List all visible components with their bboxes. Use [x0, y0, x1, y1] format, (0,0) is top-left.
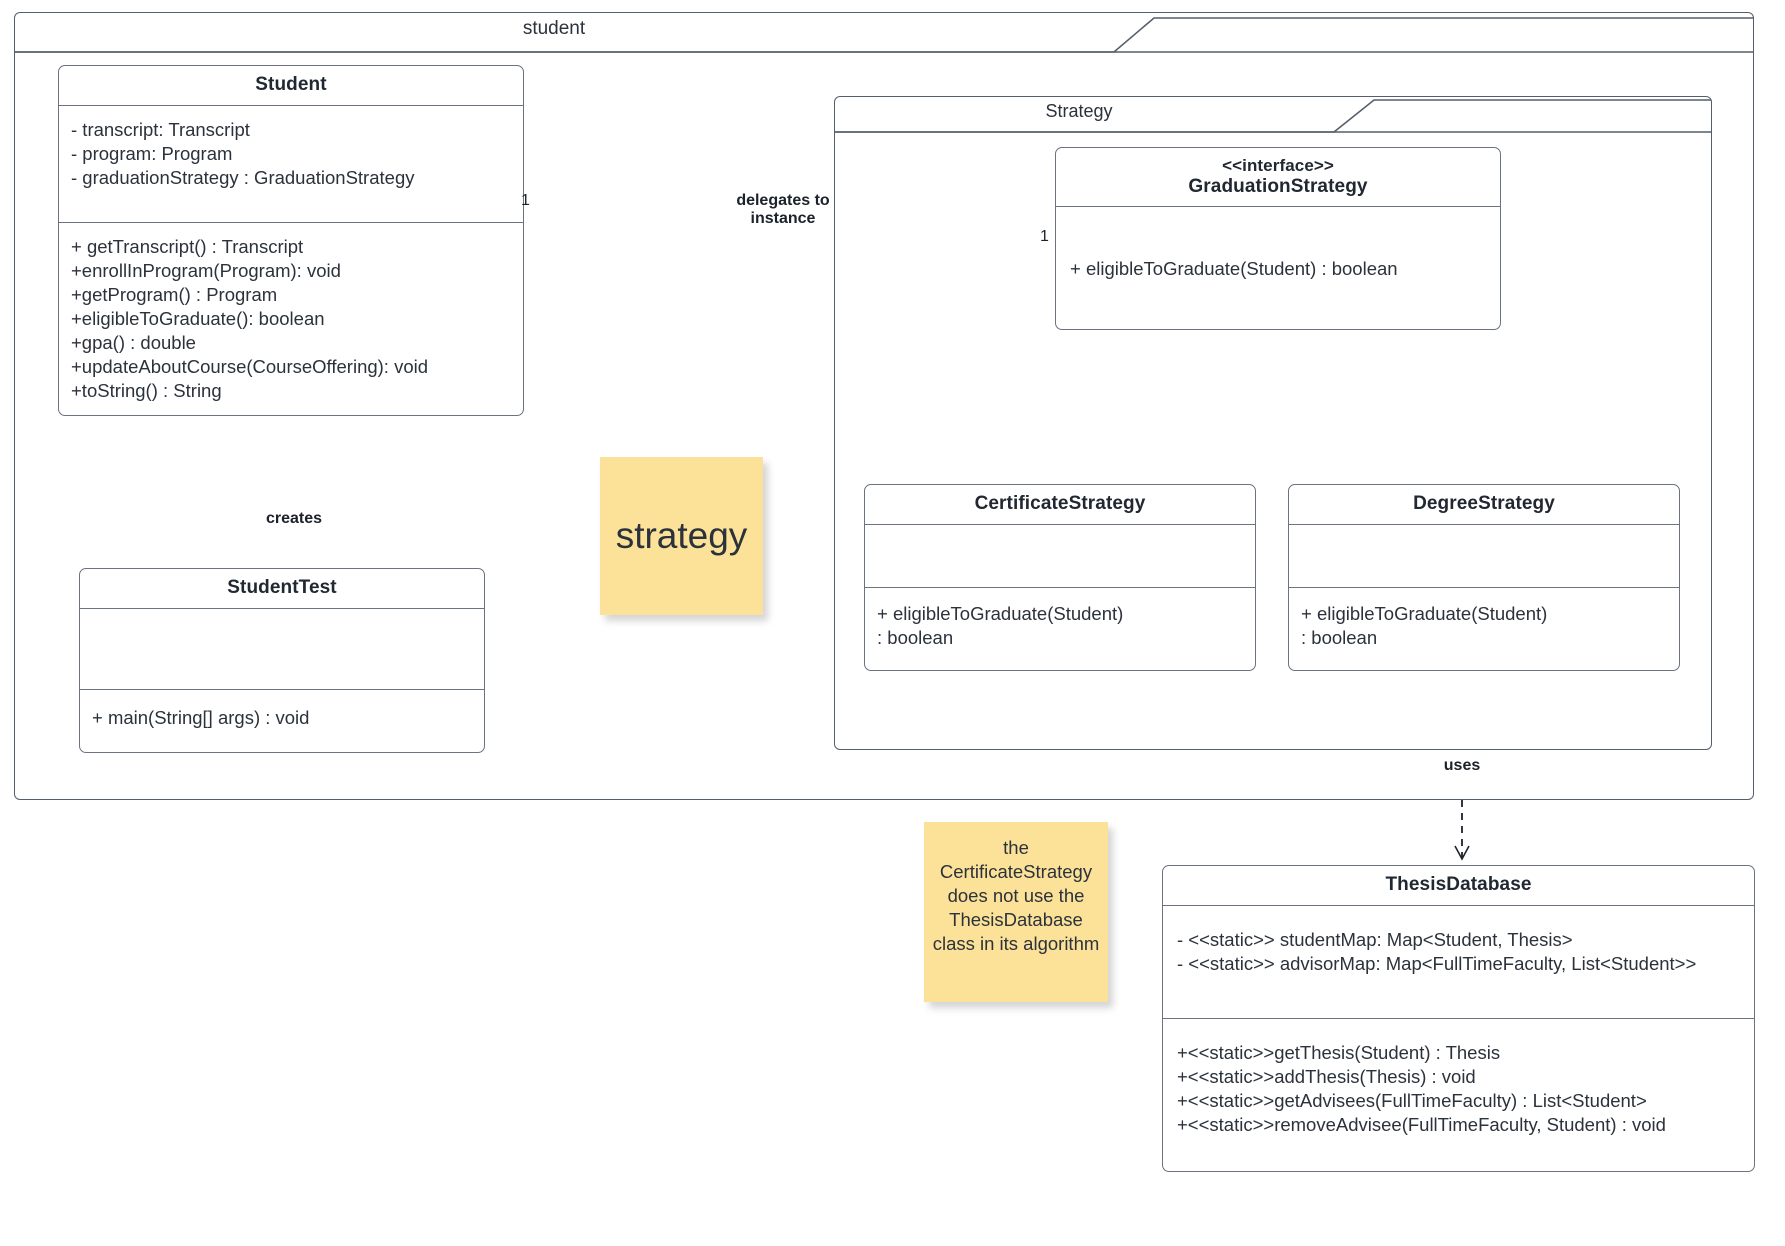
note-certificate-strategy-text: the CertificateStrategy does not use the… — [932, 837, 1100, 955]
class-student-test-title: StudentTest — [80, 569, 484, 609]
class-student-test[interactable]: StudentTest + main(String[] args) : void — [79, 568, 485, 753]
class-thesis-database[interactable]: ThesisDatabase - <<static>> studentMap: … — [1162, 865, 1755, 1173]
operation-row: +<<static>>addThesis(Thesis) : void — [1177, 1065, 1476, 1087]
class-certificate-strategy-title: CertificateStrategy — [865, 485, 1255, 525]
class-degree-strategy-operations: + eligibleToGraduate(Student) : boolean — [1289, 588, 1563, 670]
stereotype-interface: <<interface>> — [1222, 156, 1334, 175]
multiplicity-strategy-end: 1 — [1040, 228, 1049, 245]
class-graduation-strategy-attributes — [1056, 207, 1500, 243]
multiplicity-student-end: 1 — [521, 192, 530, 209]
class-student-test-attributes — [80, 609, 484, 690]
operation-row: + main(String[] args) : void — [92, 706, 310, 728]
package-strategy-label: Strategy — [1045, 101, 1113, 121]
class-student-title: Student — [59, 66, 523, 106]
note-strategy: strategy — [600, 457, 763, 615]
operation-row: + eligibleToGraduate(Student) : boolean — [1301, 602, 1553, 648]
class-graduation-strategy[interactable]: <<interface>> GraduationStrategy + eligi… — [1055, 147, 1501, 331]
class-thesis-database-operations: +<<static>>getThesis(Student) : Thesis +… — [1163, 1019, 1754, 1171]
class-thesis-database-title: ThesisDatabase — [1163, 866, 1754, 906]
class-certificate-strategy[interactable]: CertificateStrategy + eligibleToGraduate… — [864, 484, 1256, 671]
class-thesis-database-attributes: - <<static>> studentMap: Map<Student, Th… — [1163, 906, 1754, 1019]
class-student-operations: + getTranscript() : Transcript +enrollIn… — [59, 223, 523, 415]
class-certificate-strategy-operations: + eligibleToGraduate(Student) : boolean — [865, 588, 1139, 670]
class-student-test-operations: + main(String[] args) : void — [80, 690, 484, 752]
package-student-label: student — [522, 18, 586, 39]
operation-row: +<<static>>getAdvisees(FullTimeFaculty) … — [1177, 1090, 1647, 1112]
operation-row: + eligibleToGraduate(Student) : boolean — [1070, 258, 1398, 280]
class-degree-strategy-attributes — [1289, 525, 1679, 588]
edge-label-delegates-to-instance: delegates to instance — [736, 192, 830, 228]
note-strategy-text: strategy — [615, 515, 748, 556]
edge-label-creates: creates — [265, 510, 323, 527]
class-certificate-strategy-attributes — [865, 525, 1255, 588]
operation-row: +enrollInProgram(Program): void — [71, 259, 341, 281]
class-graduation-strategy-title: <<interface>> GraduationStrategy — [1056, 148, 1500, 208]
attribute-row: - <<static>> advisorMap: Map<FullTimeFac… — [1177, 952, 1697, 974]
attribute-row: - program: Program — [71, 142, 233, 164]
operation-row: +<<static>>removeAdvisee(FullTimeFaculty… — [1177, 1114, 1666, 1136]
class-degree-strategy-title: DegreeStrategy — [1289, 485, 1679, 525]
class-graduation-strategy-name: GraduationStrategy — [1188, 175, 1368, 197]
operation-row: +gpa() : double — [71, 332, 196, 354]
operation-row: +toString() : String — [71, 380, 222, 402]
class-degree-strategy[interactable]: DegreeStrategy + eligibleToGraduate(Stud… — [1288, 484, 1680, 671]
operation-row: + getTranscript() : Transcript — [71, 235, 304, 257]
operation-row: +<<static>>getThesis(Student) : Thesis — [1177, 1041, 1501, 1063]
class-student-attributes: - transcript: Transcript - program: Prog… — [59, 106, 523, 223]
class-graduation-strategy-operations: + eligibleToGraduate(Student) : boolean — [1056, 243, 1500, 329]
attribute-row: - transcript: Transcript — [71, 118, 250, 140]
attribute-row: - <<static>> studentMap: Map<Student, Th… — [1177, 928, 1573, 950]
edge-label-uses: uses — [1443, 757, 1481, 774]
operation-row: +getProgram() : Program — [71, 283, 278, 305]
class-student[interactable]: Student - transcript: Transcript - progr… — [58, 65, 524, 417]
operation-row: + eligibleToGraduate(Student) : boolean — [877, 602, 1129, 648]
operation-row: +eligibleToGraduate(): boolean — [71, 307, 325, 329]
attribute-row: - graduationStrategy : GraduationStrateg… — [71, 166, 415, 188]
operation-row: +updateAboutCourse(CourseOffering): void — [71, 356, 429, 378]
note-certificate-strategy: the CertificateStrategy does not use the… — [924, 822, 1108, 1002]
